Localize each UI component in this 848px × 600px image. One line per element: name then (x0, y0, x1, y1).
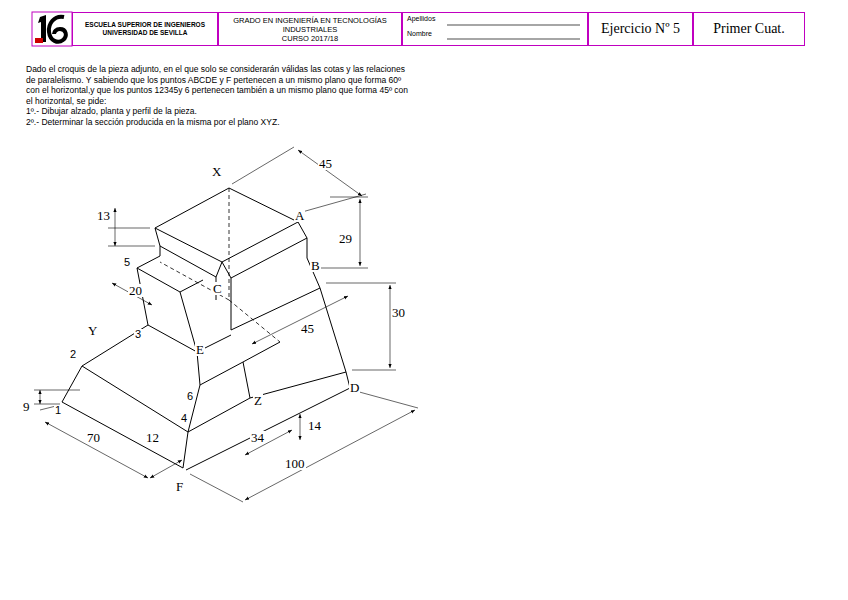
point-letter: Y (87, 324, 98, 337)
dimension-value: 70 (86, 431, 101, 444)
degree-cell: GRADO EN INGENIERÍA EN TECNOLOGÍAS INDUS… (218, 12, 402, 46)
dimension-value: 34 (250, 431, 265, 444)
header-text: ESCUELA SUPERIOR DE INGENIEROS UNIVERSID… (76, 21, 214, 37)
point-letter: A (294, 209, 305, 222)
dimension-value: 45 (300, 322, 315, 335)
school-cell: ESCUELA SUPERIOR DE INGENIEROS UNIVERSID… (72, 12, 218, 46)
header-text: CURSO 2017/18 (282, 34, 338, 43)
statement-text: Dado el croquis de la pieza adjunto, en … (26, 64, 412, 106)
point-number: 6 (186, 391, 194, 402)
header-text: GRADO EN INGENIERÍA EN TECNOLOGÍAS INDUS… (222, 16, 398, 34)
piece-outline (62, 188, 350, 470)
write-in-rules (447, 25, 580, 39)
dimension-value: 29 (338, 232, 353, 245)
statement-text: 1º.- Dibujar alzado, planta y perfil de … (26, 106, 412, 117)
problem-statement: Dado el croquis de la pieza adjunto, en … (26, 64, 412, 127)
term-cell: Primer Cuat. (693, 12, 805, 46)
exercise-cell: Ejercicio Nº 5 (588, 12, 693, 46)
point-letter: F (175, 480, 184, 493)
dimension-value: 14 (307, 419, 322, 432)
point-letter: C (212, 282, 223, 295)
point-letter: E (195, 343, 205, 356)
header-text: Nombre (407, 30, 432, 38)
point-number: 1 (54, 405, 62, 416)
point-number: 4 (180, 413, 188, 424)
school-logo (32, 12, 72, 46)
dimension-value: 20 (128, 284, 143, 297)
statement-text: 2º.- Determinar la sección producida en … (26, 117, 412, 128)
dimension-lines (34, 147, 418, 502)
point-number: 2 (69, 349, 77, 360)
header-text: Primer Cuat. (713, 21, 785, 38)
point-number: 3 (134, 329, 142, 340)
point-number: 5 (123, 257, 131, 268)
dimension-value: 100 (284, 457, 306, 470)
header-text: Apellidos (407, 15, 435, 23)
point-letter: X (211, 165, 222, 178)
dimension-value: 30 (391, 306, 406, 319)
student-cell: ApellidosNombre (402, 12, 588, 46)
point-letter: B (310, 259, 321, 272)
dimension-value: 9 (22, 400, 31, 413)
dimension-value: 13 (96, 209, 111, 222)
point-letter: D (349, 381, 360, 394)
dimension-value: 12 (145, 431, 160, 444)
point-letter: Z (253, 394, 263, 407)
header-text: Ejercicio Nº 5 (601, 21, 680, 38)
dimension-value: 45 (318, 157, 333, 170)
hidden-edges (160, 188, 280, 342)
